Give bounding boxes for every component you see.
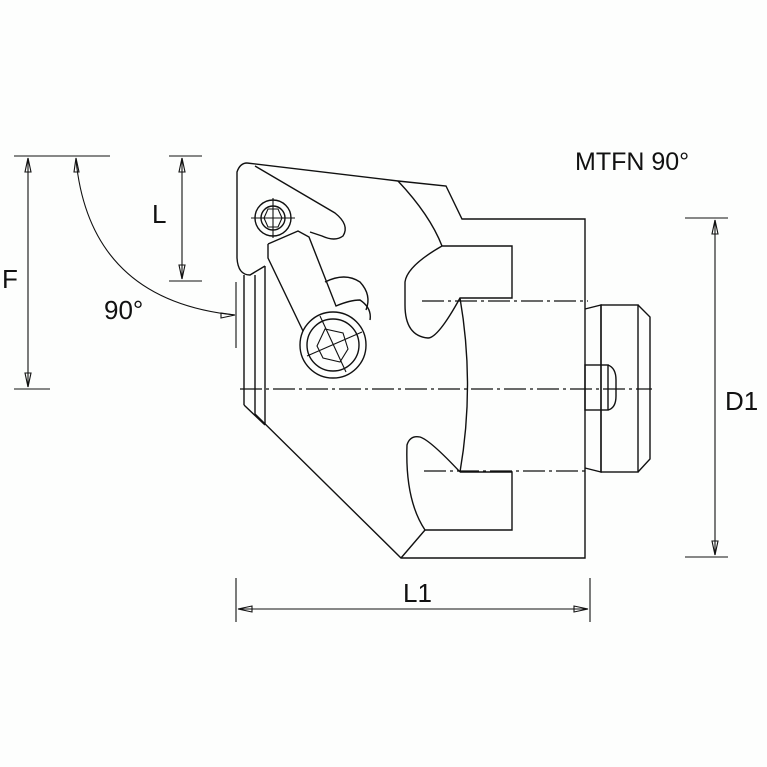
dimension-label-D1: D1	[725, 386, 759, 416]
dimension-label-F: F	[2, 264, 18, 294]
holder-body	[236, 162, 586, 559]
rear-spigot	[584, 304, 651, 473]
clamp-lever	[267, 230, 371, 332]
center-lines	[240, 300, 652, 472]
dimension-L	[169, 155, 202, 282]
dimension-label-L1: L1	[403, 578, 432, 608]
dimension-D1	[685, 217, 728, 558]
drawing-title: MTFN 90°	[575, 148, 690, 176]
clamp-screw	[299, 311, 367, 379]
dimension-label-L: L	[152, 199, 167, 229]
dimension-F	[14, 155, 110, 390]
dimension-label-angle: 90°	[104, 295, 144, 325]
insert-screw	[251, 198, 295, 238]
dimension-L1	[235, 578, 591, 622]
dimension-angle-90	[73, 157, 237, 348]
